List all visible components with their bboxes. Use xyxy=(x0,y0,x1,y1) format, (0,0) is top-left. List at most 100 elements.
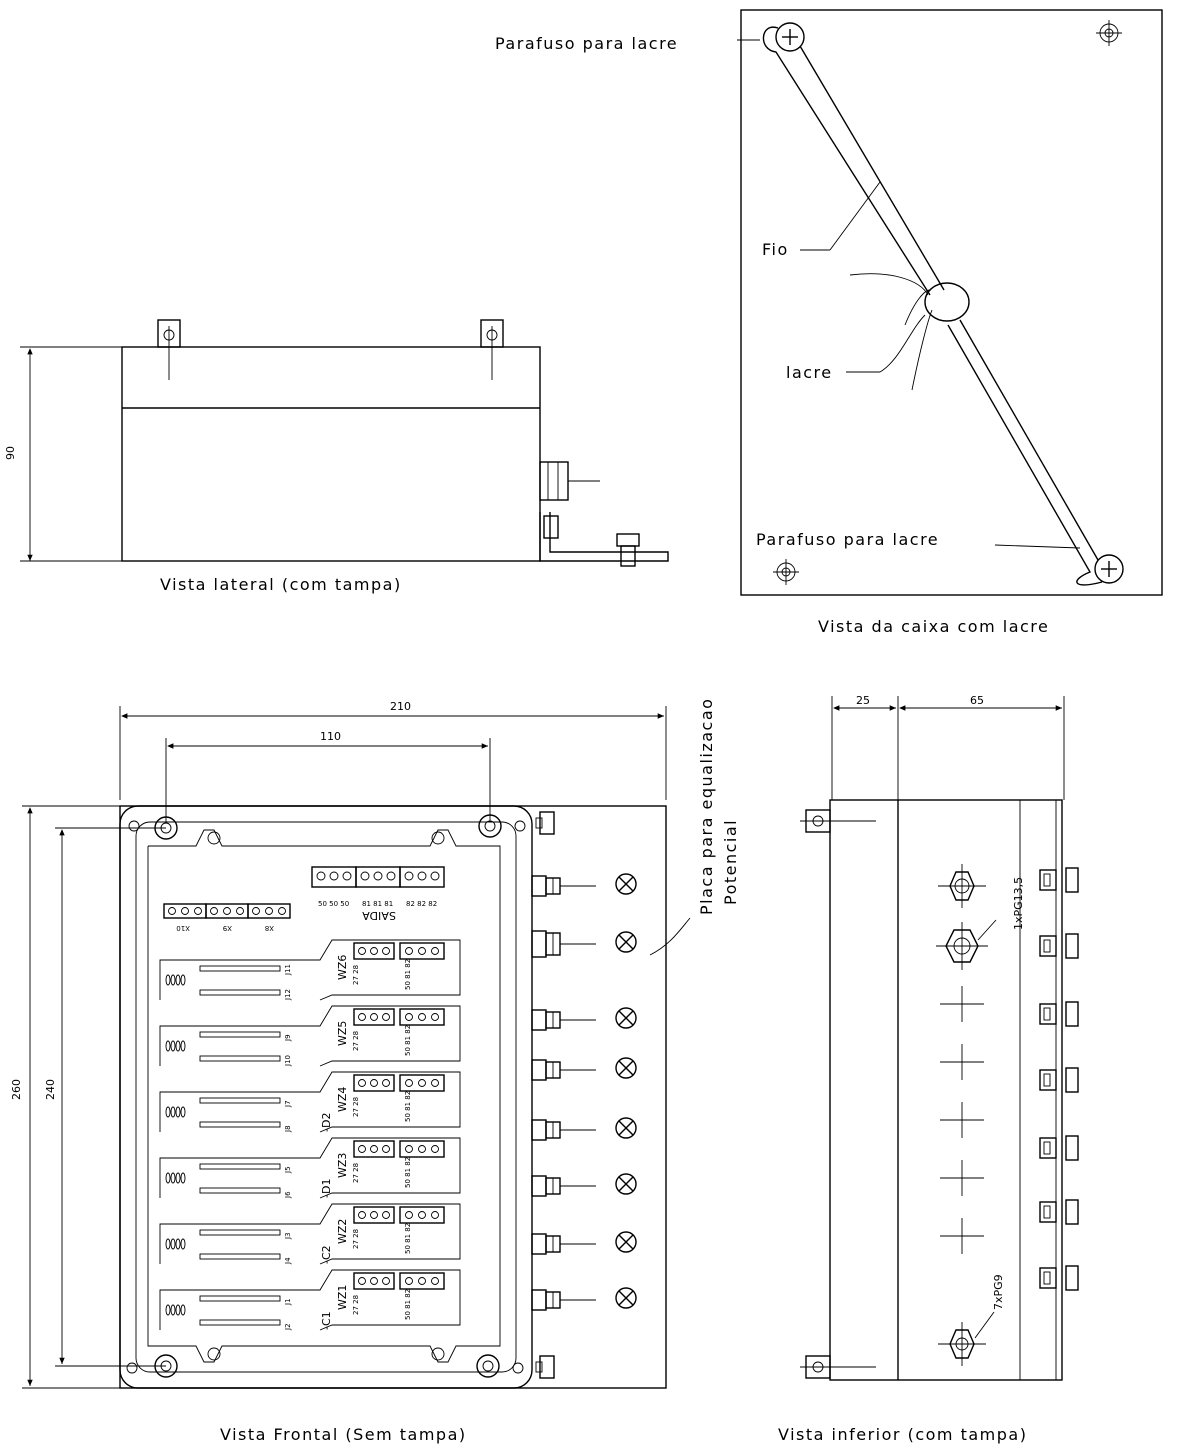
edge-connector-icon xyxy=(1039,1265,1079,1291)
module-pins-a: 27 28 xyxy=(352,1031,360,1051)
front-cable-glands xyxy=(531,875,596,1311)
bottom-view: 25 65 1xPG13,5 7xPG9 Vista inferior (com… xyxy=(778,694,1079,1444)
module-wz2: J3 J4 -C2 WZ2 27 28 50 81 82 xyxy=(159,1203,461,1265)
seal-screw-bottom xyxy=(1094,554,1124,584)
gland-large-icon xyxy=(936,922,988,970)
module-wz4: J7 J8 -D2 WZ4 27 28 50 81 82 xyxy=(159,1071,461,1133)
output-pins-82: 82 82 82 xyxy=(406,900,437,908)
module-pins-a: 27 28 xyxy=(352,1163,360,1183)
terminal-x9: X9 xyxy=(223,924,232,932)
edge-connector-icon xyxy=(1039,1001,1079,1027)
top-terminals: X10 X9 X8 xyxy=(163,903,291,932)
module-wz1: J1 J2 -C1 WZ1 27 28 50 81 82 xyxy=(159,1269,461,1331)
seal-blob xyxy=(924,282,970,322)
module-wz3: J5 J6 -D1 WZ3 27 28 50 81 82 xyxy=(159,1137,461,1199)
module-j-top: J9 xyxy=(284,1034,292,1042)
wire-label: Fio xyxy=(762,240,789,259)
gland-large-icon xyxy=(938,864,986,908)
cable-gland-icon xyxy=(531,1175,596,1197)
cable-gland-icon xyxy=(531,1059,596,1081)
equalization-screw-icon xyxy=(615,1057,637,1079)
module-wz: WZ4 xyxy=(336,1087,349,1112)
module-j-bottom: J4 xyxy=(284,1257,292,1265)
gland-hole-cross-icon xyxy=(940,986,984,1022)
module-pins-a: 27 28 xyxy=(352,1229,360,1249)
front-view-caption: Vista Frontal (Sem tampa) xyxy=(220,1425,467,1444)
module-pins-a: 27 28 xyxy=(352,965,360,985)
module-j-top: J7 xyxy=(284,1100,292,1108)
screw-label-bottom: Parafuso para lacre xyxy=(756,530,939,549)
module-j-top: J11 xyxy=(284,964,292,976)
module-wz5: J9 J10 WZ5 27 28 50 81 82 xyxy=(159,1005,461,1067)
dim-width-110: 110 xyxy=(320,730,341,743)
dim-height-260: 260 xyxy=(10,1079,23,1100)
gland-hole-cross-icon xyxy=(940,1160,984,1196)
equalization-screw-icon xyxy=(615,1231,637,1253)
module-pins-b: 50 81 82 xyxy=(404,1223,412,1254)
gland-hole-cross-icon xyxy=(940,1102,984,1138)
plate-label-line2: Potencial xyxy=(721,819,740,905)
mount-hole-icon xyxy=(1096,20,1122,46)
seal-view: Parafuso para lacre Fio lacre Parafuso p… xyxy=(495,9,1163,636)
equalization-screw-icon xyxy=(615,1287,637,1309)
screw-label-top: Parafuso para lacre xyxy=(495,34,678,53)
cable-gland-icon xyxy=(531,875,596,897)
module-pins-a: 27 28 xyxy=(352,1097,360,1117)
module-wz: WZ3 xyxy=(336,1153,349,1178)
dim-25: 25 xyxy=(856,694,870,707)
module-pins-b: 50 81 82 xyxy=(404,1091,412,1122)
equalization-screw-icon xyxy=(615,931,637,953)
module-j-top: J1 xyxy=(284,1298,292,1306)
module-pins-b: 50 81 82 xyxy=(404,1157,412,1188)
edge-connector-icon xyxy=(1039,1199,1079,1225)
equalization-screw-icon xyxy=(615,1173,637,1195)
side-view: 90 Vista lateral (com tampa) xyxy=(4,319,669,594)
module-designator: -D1 xyxy=(320,1179,333,1198)
output-terminals: 50 50 50 81 81 81 82 82 82 SAIDA xyxy=(311,866,445,922)
front-view: 210 110 260 240 X10 X9 X8 xyxy=(10,698,740,1444)
module-pins-b: 50 81 82 xyxy=(404,959,412,990)
bottom-view-caption: Vista inferior (com tampa) xyxy=(778,1425,1027,1444)
module-wz: WZ5 xyxy=(336,1021,349,1046)
module-wz: WZ6 xyxy=(336,955,349,980)
output-pins-50: 50 50 50 xyxy=(318,900,349,908)
bottom-edge-connectors xyxy=(1039,867,1079,1291)
cable-gland-icon xyxy=(531,1289,596,1311)
cable-gland-icon xyxy=(531,1119,596,1141)
equalization-screw-icon xyxy=(615,1117,637,1139)
module-designator: -D2 xyxy=(320,1113,333,1132)
edge-connector-icon xyxy=(1039,1067,1079,1093)
gland-hole-cross-icon xyxy=(940,1044,984,1080)
gland-small-icon xyxy=(938,1322,986,1366)
corner-hole-icon xyxy=(126,1354,178,1378)
gland-label-pg13: 1xPG13,5 xyxy=(1012,877,1025,930)
seal-view-caption: Vista da caixa com lacre xyxy=(818,617,1049,636)
seal-screw-top xyxy=(775,22,805,52)
module-designator: -C2 xyxy=(320,1245,333,1264)
gland-hole-cross-icon xyxy=(940,1218,984,1254)
module-j-bottom: J2 xyxy=(284,1323,292,1331)
module-j-bottom: J6 xyxy=(284,1191,292,1199)
cable-gland-icon xyxy=(531,1009,596,1031)
module-pins-a: 27 28 xyxy=(352,1295,360,1315)
corner-hole-icon xyxy=(478,814,526,838)
gland-positions xyxy=(940,986,984,1254)
plate-label-line1: Placa para equalizacao xyxy=(697,698,716,915)
gland-label-pg9: 7xPG9 xyxy=(992,1274,1005,1310)
output-label: SAIDA xyxy=(362,909,396,922)
terminal-x8: X8 xyxy=(265,924,274,932)
dim-65: 65 xyxy=(970,694,984,707)
equalization-screw-icon xyxy=(615,1007,637,1029)
module-pins-b: 50 81 82 xyxy=(404,1289,412,1320)
mount-hole-icon xyxy=(773,559,799,585)
equalization-screws xyxy=(615,873,637,1309)
seal-label: lacre xyxy=(786,363,833,382)
module-wz: WZ1 xyxy=(336,1285,349,1310)
equalization-screw-icon xyxy=(615,873,637,895)
dim-height-240: 240 xyxy=(44,1079,57,1100)
module-j-bottom: J8 xyxy=(284,1125,292,1133)
corner-hole-icon xyxy=(476,1354,524,1378)
module-wz: WZ2 xyxy=(336,1219,349,1244)
edge-connector-icon xyxy=(1039,867,1079,893)
cable-gland-icon xyxy=(531,930,596,958)
